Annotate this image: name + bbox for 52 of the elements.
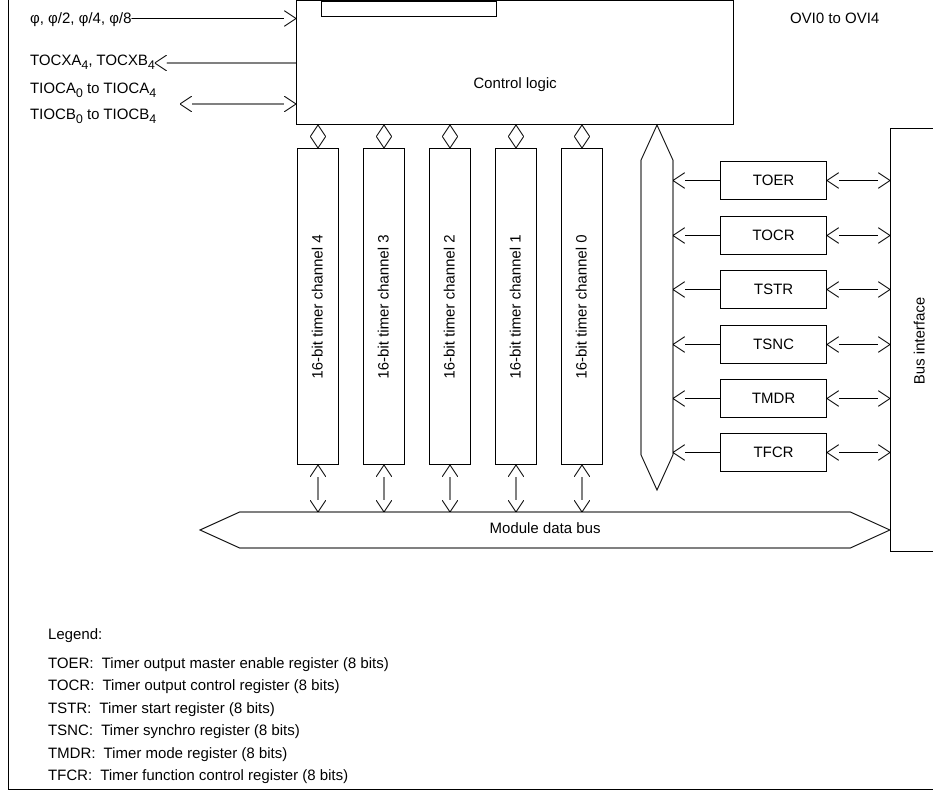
bus-arrow <box>672 172 720 189</box>
bus-arrow <box>826 172 890 189</box>
signal-label: OVI0 to OVI4 <box>790 10 880 27</box>
bus-arrow <box>310 464 326 512</box>
bus-arrow <box>442 124 458 148</box>
block-box: 16-bit timer channel 3 <box>363 148 405 465</box>
bus-arrow <box>826 281 890 298</box>
block-box: 16-bit timer channel 1 <box>495 148 537 465</box>
signal-label: TIOCA$_{0}$ to TIOCA$_{4}$ TIOCB$_{0}$ to TIOCB$_{4}$ <box>30 78 180 130</box>
register-box: TMDR <box>720 379 827 418</box>
bus-arrow <box>508 464 524 512</box>
register-box: TSTR <box>720 270 827 309</box>
legend-entry: TMDR: Timer mode register (8 bits) <box>48 744 288 762</box>
bus-arrow <box>376 124 392 148</box>
bus-arrow <box>826 444 890 461</box>
internal-bus-bar <box>641 125 673 490</box>
data-bus-bar: Module data bus <box>200 512 890 548</box>
register-box: TFCR <box>720 433 827 472</box>
inner-box <box>321 1 497 17</box>
register-box: TOCR <box>720 216 827 255</box>
bus-arrow <box>672 281 720 298</box>
signal-label: φ, φ/2, φ/4, φ/8 <box>30 8 132 29</box>
legend-entry: TOER: Timer output master enable register (8 bits) <box>48 655 389 672</box>
bus-arrow <box>154 54 296 72</box>
legend-entry: TOCR: Timer output control register (8 bits) <box>48 677 340 694</box>
bus-arrow <box>672 390 720 407</box>
block-box: 16-bit timer channel 2 <box>429 148 471 465</box>
block-box: 16-bit timer channel 0 <box>561 148 603 465</box>
bus-arrow <box>180 96 296 112</box>
bus-arrow <box>826 227 890 244</box>
legend-heading: Legend: <box>48 626 102 643</box>
register-box: TSNC <box>720 325 827 364</box>
bus-arrow <box>672 444 720 461</box>
legend-entry: TSNC: Timer synchro register (8 bits) <box>48 722 300 740</box>
bus-arrow <box>826 336 890 353</box>
bus-arrow <box>672 336 720 353</box>
logic-block-box: Control logic <box>296 0 734 125</box>
register-box: TOER <box>720 161 827 200</box>
block-box: Bus interface <box>890 128 933 552</box>
legend-entry: TSTR: Timer start register (8 bits) <box>48 700 275 717</box>
bus-arrow <box>376 464 392 512</box>
bus-arrow <box>442 464 458 512</box>
bus-arrow <box>130 10 296 27</box>
block-box: 16-bit timer channel 4 <box>297 148 339 465</box>
bus-arrow <box>672 227 720 244</box>
bus-arrow <box>508 124 524 148</box>
legend-entry: TFCR: Timer function control register (8 bits) <box>48 767 348 784</box>
bus-arrow <box>574 464 590 512</box>
bus-arrow <box>310 124 326 148</box>
bus-arrow <box>574 124 590 148</box>
bus-arrow <box>826 390 890 407</box>
signal-label: TOCXA$_{4}$, TOCXB$_{4}$ <box>30 50 155 76</box>
